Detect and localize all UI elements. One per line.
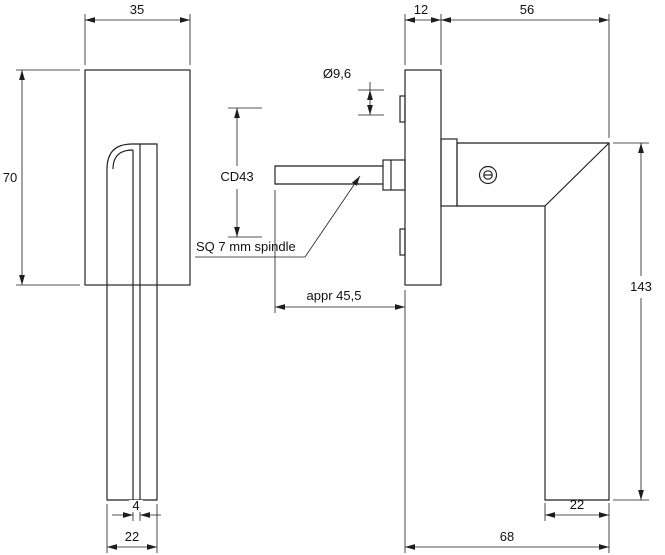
- front-backplate: [84, 69, 191, 286]
- dim-label-front-grip-width: 22: [125, 529, 139, 544]
- dim-label-spindle-diameter: Ø9,6: [323, 66, 351, 81]
- dim-label-front-plate-height: 70: [3, 170, 17, 185]
- front-handle-neck-arc: [112, 149, 134, 170]
- leader-line: [304, 175, 361, 258]
- side-handle-outline: [456, 142, 610, 501]
- dim-spindle-length: appr 45,5: [274, 190, 405, 313]
- side-view: [274, 69, 610, 501]
- label-mask: [129, 500, 143, 512]
- dim-label-side-grip-reach: 56: [520, 2, 534, 17]
- front-handle-outline: [106, 143, 158, 501]
- dim-front-grip-face: 4: [112, 498, 161, 521]
- dim-side-grip-reach: 56: [441, 2, 610, 138]
- dim-label-center-distance: CD43: [220, 169, 253, 184]
- dim-label-side-grip-width: 22: [570, 497, 584, 512]
- side-collar: [440, 138, 458, 207]
- dim-label-front-plate-width: 35: [130, 2, 144, 17]
- dim-label-side-plate-depth: 12: [414, 2, 428, 17]
- dim-center-distance: CD43: [220, 107, 262, 238]
- spindle-note: SQ 7 mm spindle: [195, 175, 361, 258]
- dim-front-plate-width: 35: [84, 2, 191, 65]
- front-view: [84, 69, 191, 501]
- side-fixing-clip-top: [399, 95, 406, 123]
- dim-side-total-depth: 68: [404, 290, 610, 553]
- dim-label-handle-drop: 143: [630, 279, 652, 294]
- side-fixing-clip-bottom: [399, 228, 406, 256]
- spindle-boss: [382, 159, 406, 191]
- dim-front-grip-width: 22: [106, 504, 158, 553]
- spindle-shaft: [274, 165, 383, 185]
- spindle-note-label: SQ 7 mm spindle: [196, 239, 296, 254]
- dim-handle-drop: 143: [613, 142, 652, 501]
- dim-label-side-total-depth: 68: [500, 529, 514, 544]
- grub-screw-icon: [478, 165, 498, 185]
- dim-label-spindle-length: appr 45,5: [307, 288, 362, 303]
- dim-side-plate-depth: 12: [404, 2, 442, 65]
- dim-front-plate-height: 70: [3, 69, 80, 286]
- dim-spindle-diameter: Ø9,6: [323, 66, 384, 116]
- dim-side-grip-width: 22: [544, 497, 609, 521]
- side-backplate: [404, 69, 442, 286]
- dim-label-front-grip-face: 4: [132, 498, 139, 513]
- side-handle-bend-line: [544, 142, 610, 207]
